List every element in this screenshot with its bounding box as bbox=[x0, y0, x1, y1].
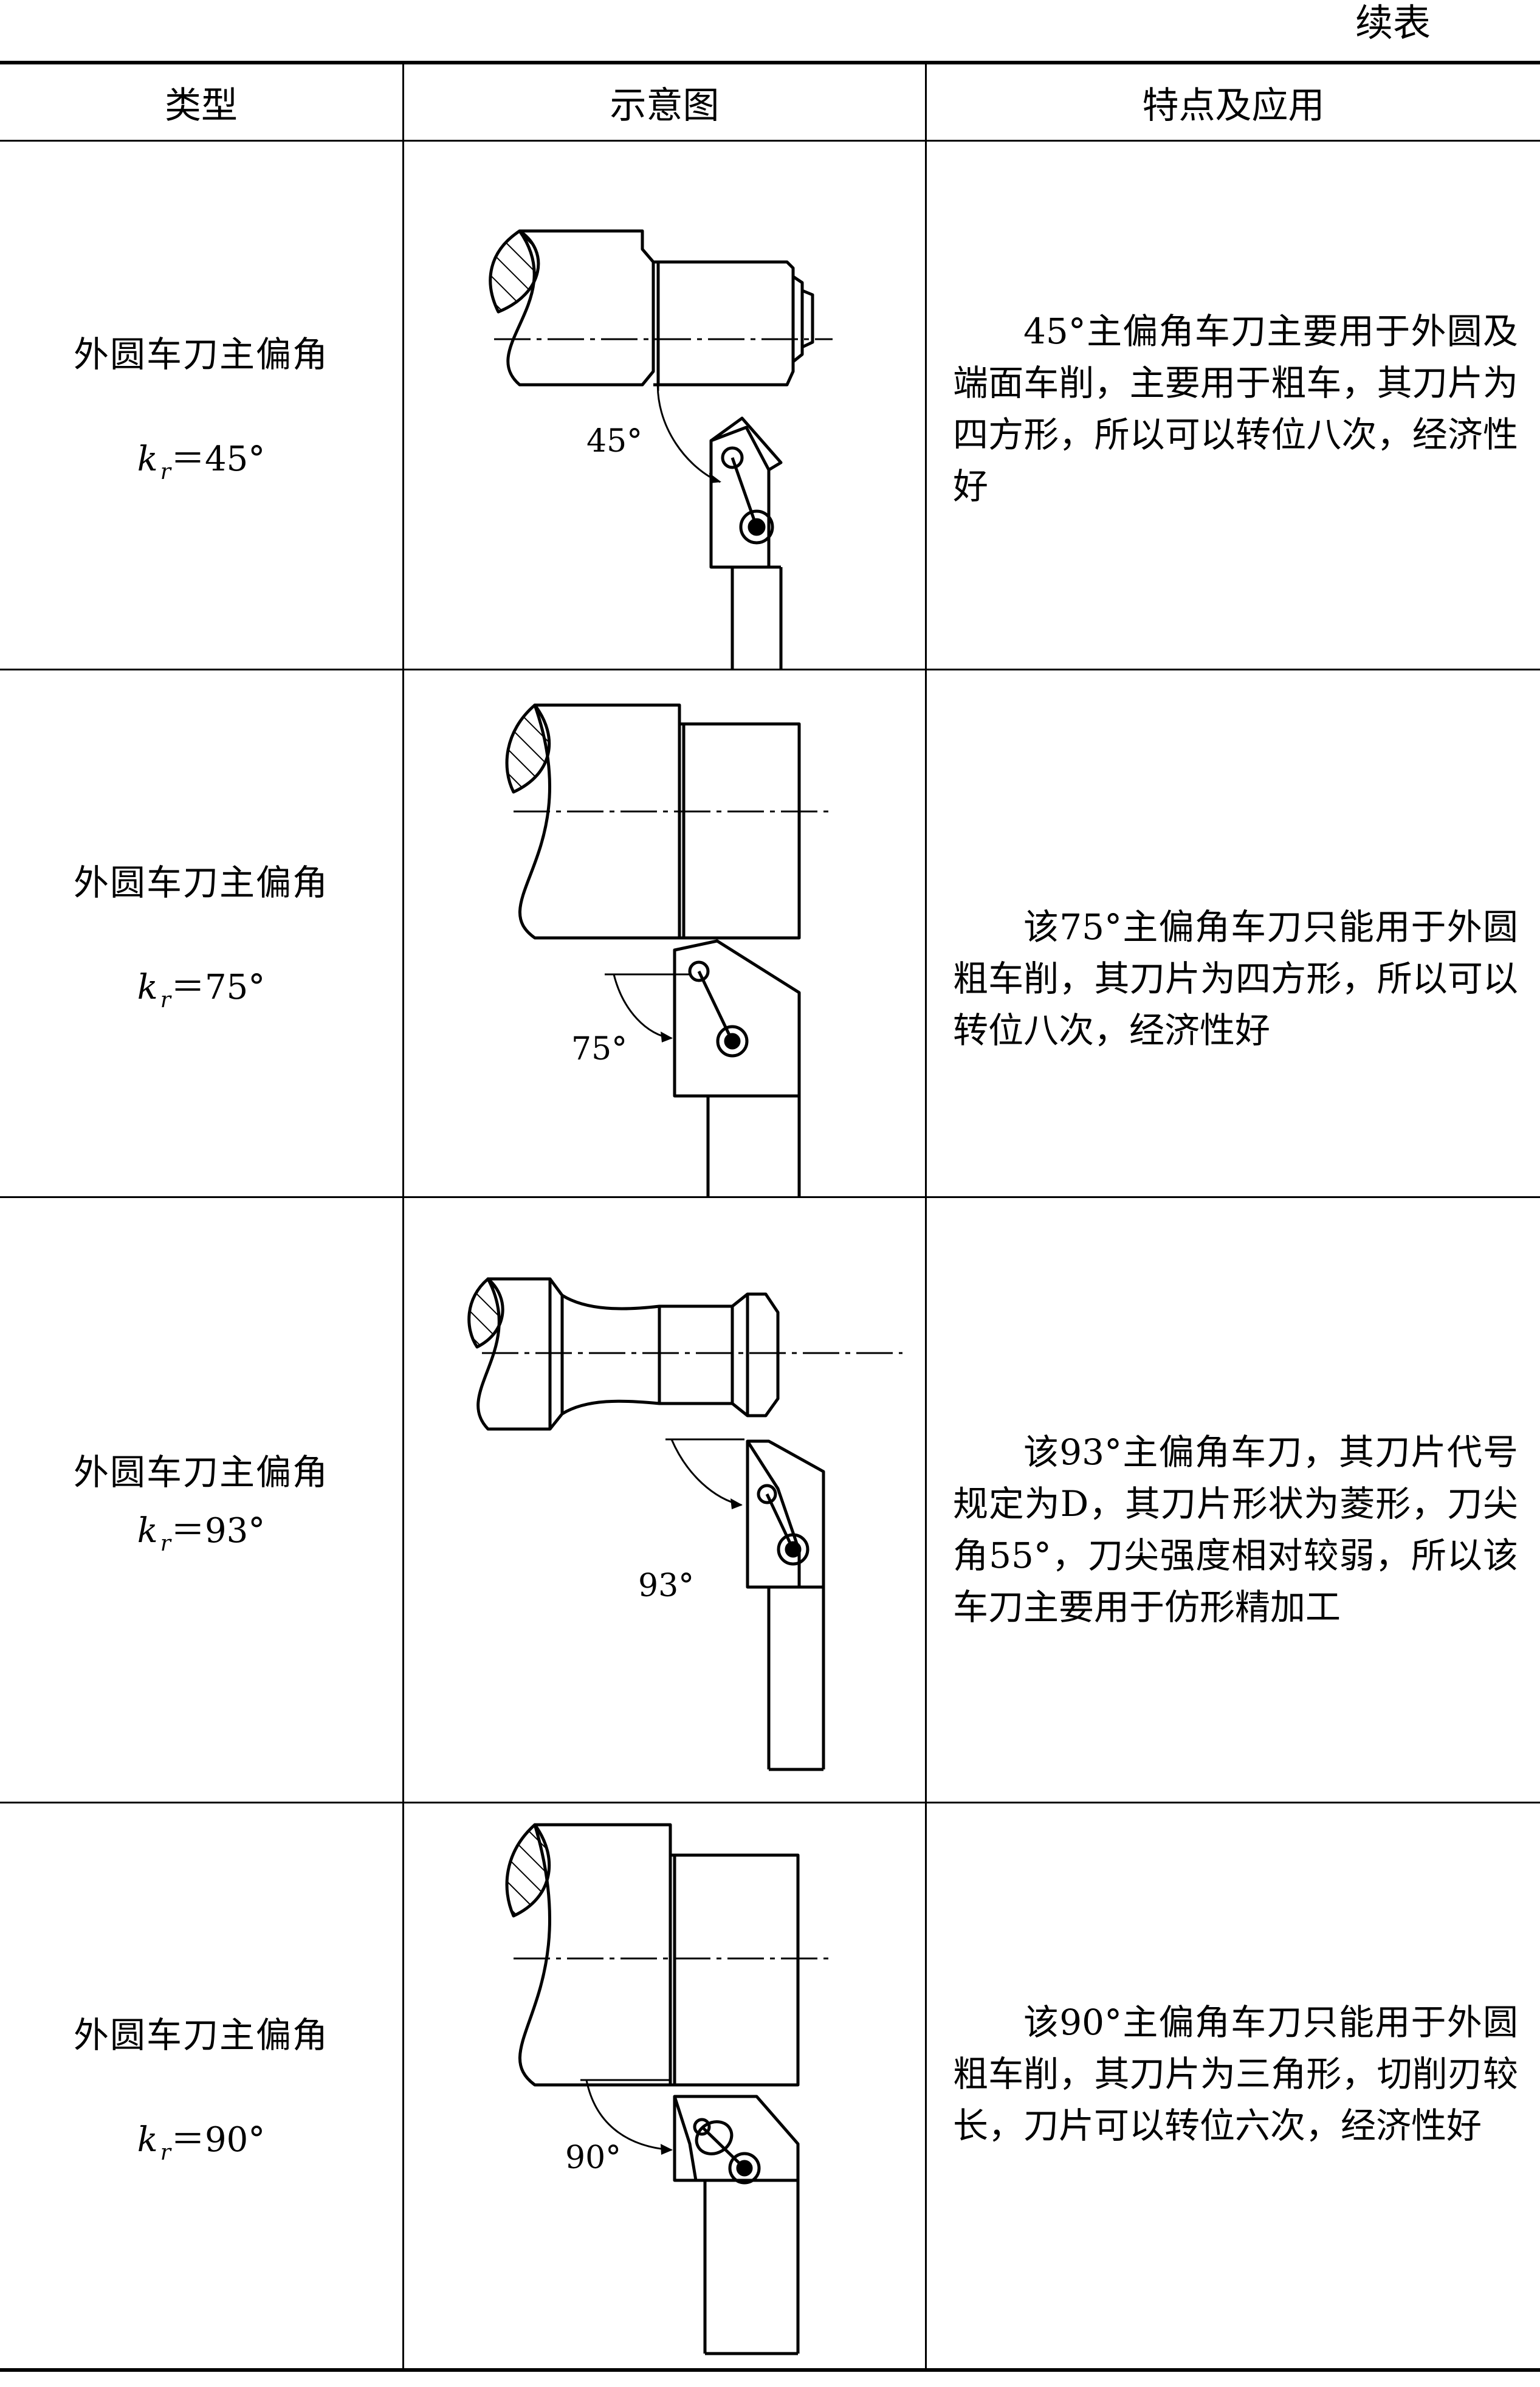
cutting-tool bbox=[673, 2095, 800, 2355]
header-features: 特点及应用 bbox=[1142, 84, 1325, 127]
description-75: 该75°主偏角车刀只能用于外圆粗车削，其刀片为四方形，所以可以转位八次，经济性好 bbox=[953, 906, 1518, 1051]
row-divider bbox=[0, 1802, 1540, 1803]
svg-text:75°: 75° bbox=[571, 1031, 627, 1067]
angle-annotation-45: 45° bbox=[586, 360, 721, 483]
diagram-45: 45° bbox=[404, 142, 925, 669]
svg-text:93°: 93° bbox=[638, 1568, 694, 1604]
row-divider bbox=[0, 1196, 1540, 1198]
type-name: 外圆车刀主偏角 bbox=[73, 334, 329, 375]
description-90: 该90°主偏角车刀只能用于外圆粗车削，其刀片为三角形，切削刃较长，刀片可以转位六… bbox=[953, 2002, 1518, 2146]
workpiece bbox=[467, 1277, 902, 1431]
svg-text:90°: 90° bbox=[565, 2140, 621, 2176]
diagram-93: 93° bbox=[404, 1198, 925, 1802]
description-93: 该93°主偏角车刀，其刀片代号规定为D，其刀片形状为菱形，刀尖角55°，刀尖强度… bbox=[953, 1431, 1518, 1628]
angle-annotation-90: 90° bbox=[565, 2079, 673, 2176]
svg-text:45°: 45° bbox=[586, 423, 642, 460]
column-divider bbox=[925, 61, 927, 2372]
type-name: 外圆车刀主偏角 bbox=[73, 1452, 329, 1493]
workpiece bbox=[489, 229, 833, 387]
description-45: 45°主偏角车刀主要用于外圆及端面车削，主要用于粗车，其刀片为四方形，所以可以转… bbox=[953, 311, 1518, 507]
workpiece bbox=[505, 1823, 830, 2087]
angle-annotation-93: 93° bbox=[638, 1438, 744, 1604]
type-name: 外圆车刀主偏角 bbox=[73, 862, 329, 903]
continued-label: 续表 bbox=[1355, 1, 1431, 45]
diagram-75: 75° bbox=[404, 670, 925, 1196]
header-bottom-rule bbox=[0, 140, 1540, 142]
workpiece bbox=[505, 703, 830, 940]
cutting-tool bbox=[709, 416, 783, 669]
column-divider bbox=[402, 61, 404, 2372]
header-diagram: 示意图 bbox=[610, 84, 720, 127]
cutting-tool bbox=[673, 939, 801, 1196]
table-top-rule bbox=[0, 61, 1540, 64]
diagram-90: 90° bbox=[404, 1803, 925, 2368]
angle-annotation-75: 75° bbox=[571, 973, 690, 1067]
type-name: 外圆车刀主偏角 bbox=[73, 2014, 329, 2056]
table-bottom-rule bbox=[0, 2368, 1540, 2372]
row-divider bbox=[0, 669, 1540, 670]
cutting-tool bbox=[746, 1439, 825, 1771]
header-type: 类型 bbox=[165, 84, 238, 127]
